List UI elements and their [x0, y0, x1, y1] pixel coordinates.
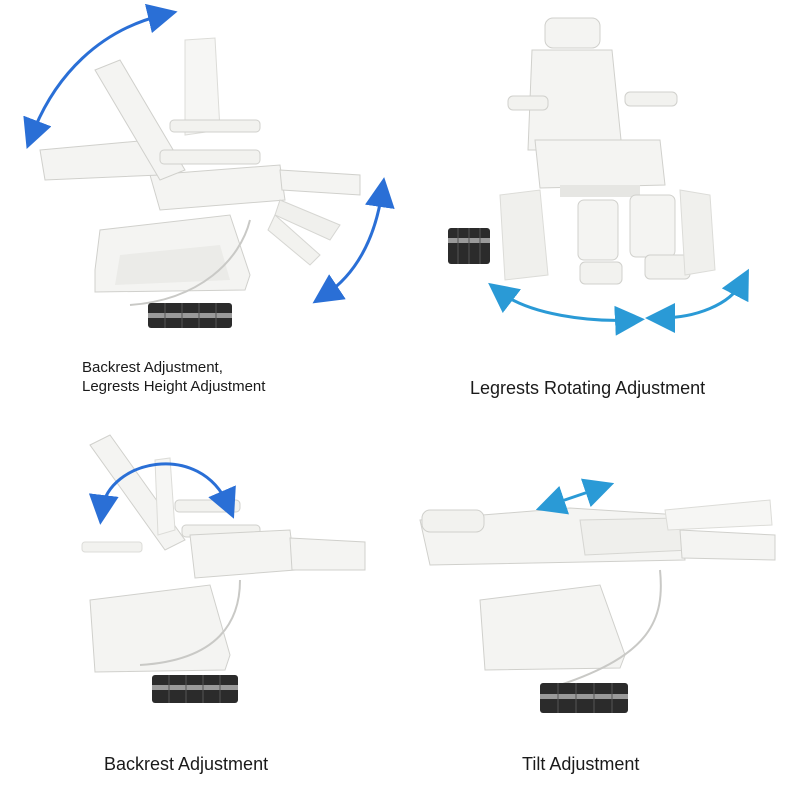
chair-illustration [448, 17, 749, 336]
panel-backrest: Backrest Adjustment [0, 400, 400, 800]
double-arrow-icon [535, 478, 615, 515]
caption-line-2: Legrests Height Adjustment [82, 378, 266, 395]
chair-illustration [23, 3, 395, 328]
caption-line-1: Backrest Adjustment, [82, 359, 223, 376]
foot-pedal-icon [148, 303, 232, 328]
double-arrow-icon [488, 282, 645, 336]
foot-pedal-icon [540, 683, 628, 713]
double-arrow-icon [88, 462, 236, 525]
chair-illustration [81, 434, 366, 703]
caption: Backrest Adjustment, Legrests Height Adj… [82, 358, 265, 396]
panel-legrest-rotating: Legrests Rotating Adjustment [400, 0, 800, 400]
double-arrow-icon [23, 3, 178, 150]
caption: Backrest Adjustment [104, 754, 269, 774]
panel-backrest-legrest-height: Backrest Adjustment, Legrests Height Adj… [0, 0, 400, 400]
panel-tilt: Tilt Adjustment [400, 400, 800, 800]
caption: Legrests Rotating Adjustment [470, 378, 706, 398]
chair-illustration [419, 478, 776, 713]
foot-pedal-icon [152, 675, 238, 703]
double-arrow-icon [312, 177, 395, 304]
caption: Tilt Adjustment [522, 754, 640, 774]
double-arrow-icon [645, 268, 749, 333]
foot-pedal-icon [448, 228, 490, 264]
